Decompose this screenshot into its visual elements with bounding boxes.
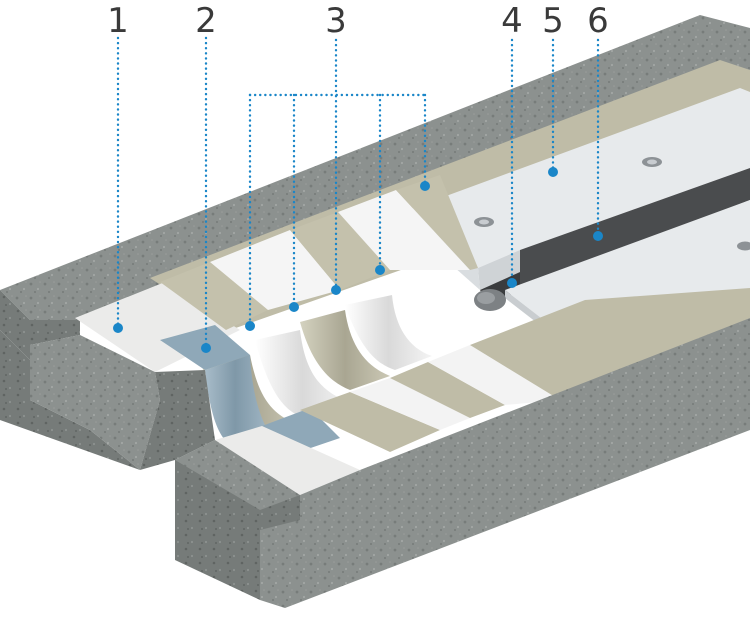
- back-slab-front-face: [0, 330, 215, 470]
- bonding-layer-fabric-2: [338, 190, 470, 270]
- callout-5: 5: [542, 1, 564, 41]
- tape-membrane: [160, 325, 340, 455]
- callout-6: 6: [587, 1, 609, 41]
- callout-3: 3: [325, 1, 347, 41]
- callout-2: 2: [195, 1, 217, 41]
- front-concrete-slab: [175, 318, 750, 608]
- bonding-layer-adhesive-2: [290, 212, 390, 290]
- bonding-layer-adhesive-1: [160, 262, 268, 330]
- leader-dots: [113, 167, 603, 353]
- bonding-layer-fabric-1: [210, 230, 340, 310]
- back-concrete-slab: [0, 15, 750, 360]
- base-fabric-front: [215, 426, 360, 495]
- callout-4: 4: [501, 1, 523, 41]
- callout-numbers: 1 2 3 4 5 6: [107, 1, 609, 41]
- front-strips: [300, 288, 750, 452]
- callout-1: 1: [107, 1, 129, 41]
- leader-lines: [116, 36, 600, 350]
- foam-backer-rod: [474, 289, 506, 311]
- bonding-layer-adhesive-3: [396, 175, 478, 270]
